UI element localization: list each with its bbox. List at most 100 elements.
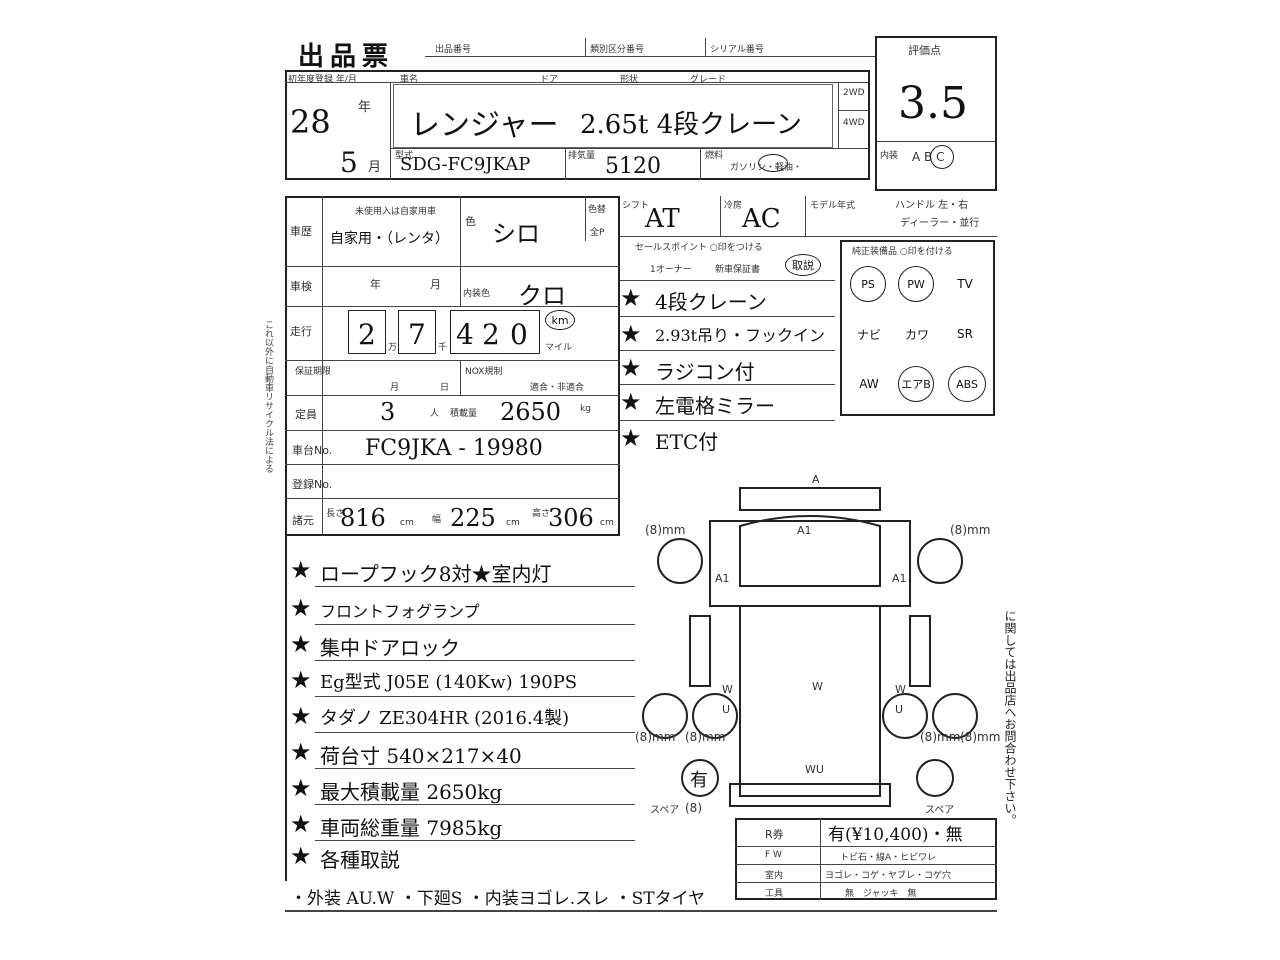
sales-point-3: ラジコン付 [655, 360, 755, 384]
star-icon: ★ [620, 424, 642, 452]
load-value: 2650 [500, 398, 562, 426]
ac-value: AC [742, 204, 781, 234]
star-icon: ★ [290, 738, 312, 766]
note-8: 車両総重量 7985kg [320, 816, 503, 840]
equipment-box [840, 240, 995, 416]
footer-note: ・外装 AU.W ・下廻S ・内装ヨゴレ.スレ ・STタイヤ [290, 889, 706, 909]
sales-point-5: ETC付 [655, 430, 719, 454]
interior-color-label: 内装色 [463, 289, 491, 299]
color-value: シロ [492, 220, 540, 248]
model-value: SDG-FC9JKAP [400, 154, 531, 175]
interior-grade-b-circle [930, 145, 954, 169]
diagram-mark-w-right: W [895, 683, 906, 696]
spare-label-right: スペア [925, 805, 955, 816]
interior-row-label: 室内 [765, 871, 784, 881]
side-note-left: これ以外に自動車リサイクル法による [263, 320, 273, 473]
star-icon: ★ [290, 810, 312, 838]
note-5: タダノ ZE304HR (2016.4製) [320, 708, 570, 729]
sheet-title: 出品票 [298, 42, 395, 72]
star-icon: ★ [620, 320, 642, 348]
star-icon: ★ [620, 388, 642, 416]
diagram-mark-w-center: W [812, 680, 823, 693]
equip-tv: TV [957, 277, 973, 291]
exhibit-sheet: 出品票 出品番号 類別区分番号 シリアル番号 評価点 3.5 内装 A B C … [260, 18, 1000, 948]
equip-aw: AW [859, 377, 879, 391]
side-note-right: に関しては出品店へお問合わせ下さい。 [1003, 610, 1017, 826]
spec-table [285, 196, 620, 536]
equip-leather: カワ [904, 327, 929, 342]
interior-color: クロ [518, 282, 566, 310]
drive-4wd: 4WD [843, 118, 865, 128]
diagram-mark-wu: WU [805, 763, 824, 776]
use-value: 自家用・（レンタ） [330, 231, 449, 247]
mileage-digit-5: 0 [510, 318, 528, 351]
note-2: フロントフォグランプ [320, 602, 480, 621]
tools-label: 工具 [765, 889, 784, 899]
note-7: 最大積載量 2650kg [320, 780, 503, 804]
star-icon: ★ [290, 702, 312, 730]
fw-value: トビ石・線A・ヒビワレ [840, 853, 937, 863]
shift-label: シフト [622, 201, 650, 211]
height-unit: cm [600, 518, 614, 528]
sales-point-1: 4段クレーン [655, 290, 767, 314]
spare-mm: (8) [685, 801, 702, 815]
diagram-mark-u-right: U [895, 703, 904, 716]
star-icon: ★ [290, 556, 312, 584]
star-icon: ★ [620, 284, 642, 312]
star-icon: ★ [290, 594, 312, 622]
fw-label: F W [765, 850, 782, 860]
chassis-value: FC9JKA - 19980 [365, 436, 543, 461]
color-all: 全P [590, 228, 605, 238]
model-class-label: 類別区分番号 [590, 45, 645, 55]
grade-label: グレード [690, 75, 727, 85]
diagram-mark-u-left: U [722, 703, 731, 716]
load-unit: kg [580, 404, 591, 414]
color-change-label: 色替 [588, 205, 607, 215]
shape-label: 形状 [620, 75, 639, 85]
score-value: 3.5 [898, 78, 968, 129]
equip-airbag: エアB [898, 366, 934, 402]
note-9: 各種取説 [320, 848, 400, 872]
length-value: 816 [340, 504, 386, 532]
inspection-year: 年 [370, 278, 381, 291]
equip-pw: PW [898, 266, 934, 302]
spare-value: 有 [690, 770, 708, 791]
door-label: ドア [540, 75, 559, 85]
mile-label: マイル [545, 343, 573, 353]
equip-ps: PS [850, 266, 886, 302]
inspection-label: 車検 [290, 280, 312, 293]
load-label: 積載量 [450, 409, 478, 419]
bottom-table [735, 818, 997, 900]
diagram-mark-a1-right: A1 [892, 572, 907, 585]
equip-navi: ナビ [856, 327, 881, 342]
width-value: 225 [450, 504, 496, 532]
equip-abs: ABS [948, 366, 986, 402]
first-reg-year: 28 [290, 103, 331, 141]
exhibit-no-label: 出品番号 [435, 45, 472, 55]
equip-label: 純正装備品 ○印を付ける [852, 247, 953, 257]
width-label: 幅 [432, 515, 442, 525]
height-value: 306 [548, 504, 594, 532]
capacity-unit: 人 [430, 409, 440, 419]
tire-fr: (8)mm [950, 523, 991, 537]
note-1: ロープフック8対★室内灯 [320, 562, 552, 586]
sales-point-4: 左電格ミラー [655, 394, 775, 418]
first-reg-label: 初年度登録 年/月 [288, 75, 357, 85]
interior-grade-label: 内装 [880, 151, 899, 161]
shift-value: AT [645, 204, 680, 234]
tire-rl-inner: (8)mm [685, 730, 726, 744]
mileage-digit-4: 2 [482, 318, 500, 351]
km-label: km [551, 313, 569, 327]
ac-label: 冷房 [724, 201, 743, 211]
capacity-value: 3 [380, 398, 396, 426]
nox-label: NOX規制 [465, 367, 503, 377]
mileage-digit-1: 2 [358, 318, 376, 351]
mileage-label: 走行 [290, 325, 312, 338]
star-icon: ★ [290, 630, 312, 658]
first-reg-month: 5 [340, 146, 358, 179]
star-icon: ★ [290, 774, 312, 802]
fuel-label: 燃料 [705, 151, 724, 161]
handle-label: ハンドル 左・右 [895, 200, 969, 211]
car-name-inner [393, 84, 833, 148]
color-label: 色 [465, 215, 476, 228]
